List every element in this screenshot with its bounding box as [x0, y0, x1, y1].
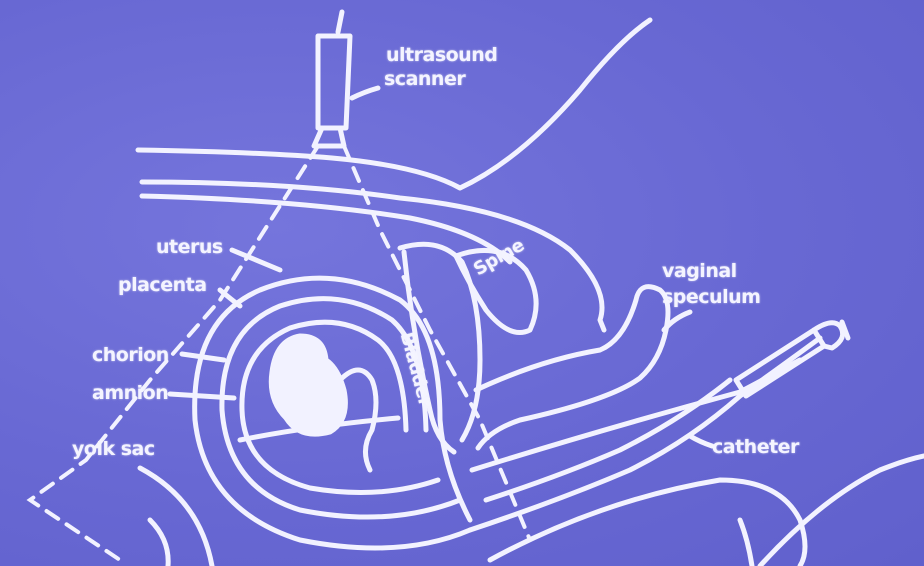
label-chorion: chorion	[92, 344, 169, 366]
lower-contour-4	[760, 456, 924, 566]
lower-contour-5	[740, 520, 752, 566]
chorion-leader-line	[182, 354, 224, 360]
label-catheter: catheter	[712, 436, 799, 458]
lower-contour-2	[150, 520, 168, 566]
label-placenta: placenta	[118, 274, 207, 296]
embryo	[271, 336, 345, 434]
label-amnion: amnion	[92, 382, 168, 404]
label-ultrasound: ultrasound	[386, 44, 497, 66]
vaginal-canal-upper	[476, 287, 668, 448]
catheter-leader-line	[690, 436, 712, 446]
label-vaginal: vaginal	[662, 260, 737, 282]
label-yolk-sac: yolk sac	[72, 438, 155, 460]
label-speculum: speculum	[662, 286, 760, 308]
scanner-leader-line	[352, 88, 378, 98]
lower-contour-3	[490, 480, 805, 566]
label-uterus: uterus	[156, 236, 223, 258]
label-scanner: scanner	[384, 68, 465, 90]
ultrasound-scanner-probe	[314, 12, 350, 146]
lower-contour-1	[140, 468, 212, 566]
